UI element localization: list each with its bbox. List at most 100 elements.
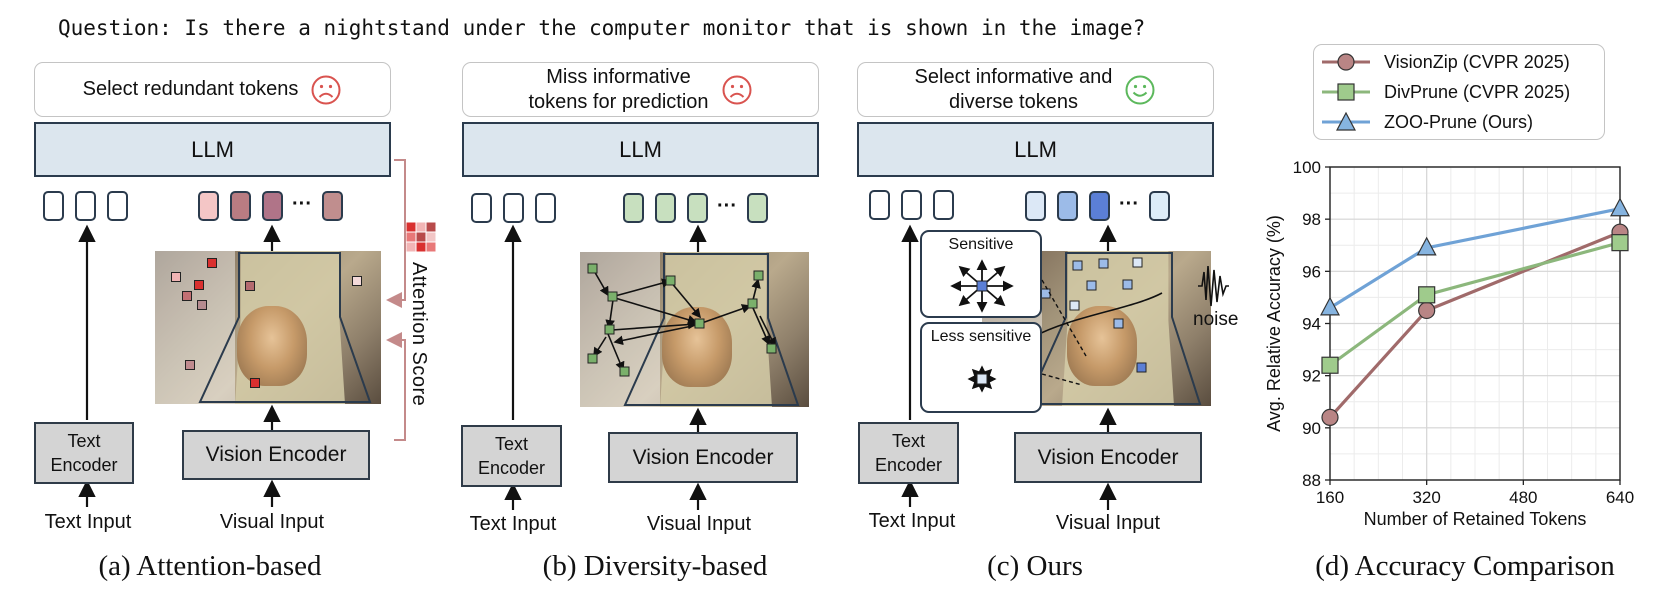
selected-token-marker xyxy=(207,258,217,268)
y-tick-label: 94 xyxy=(1302,315,1321,334)
x-axis-label: Number of Retained Tokens xyxy=(1364,509,1587,529)
vision-encoder-label: Vision Encoder xyxy=(632,445,774,469)
text-token xyxy=(471,193,492,223)
caption-panel-b: (b) Diversity-based xyxy=(542,550,768,582)
visual-token xyxy=(655,193,676,223)
less-sensitive-label: Less sensitive xyxy=(930,328,1032,345)
data-point-square xyxy=(1321,356,1339,374)
text-token xyxy=(869,190,890,220)
y-axis-label: Avg. Relative Accuracy (%) xyxy=(1264,215,1284,432)
ellipsis: ··· xyxy=(717,195,737,217)
selected-token-marker xyxy=(245,281,255,291)
ellipsis: ··· xyxy=(1119,193,1139,215)
attention-score-label: Attention Score xyxy=(408,262,430,407)
visual-token xyxy=(198,191,219,221)
legend-triangle-marker xyxy=(1322,111,1370,131)
visual-token xyxy=(230,191,251,221)
text-token xyxy=(933,190,954,220)
vision-encoder-label: Vision Encoder xyxy=(1037,445,1179,469)
visual-token xyxy=(1057,191,1078,221)
legend-circle-marker xyxy=(1322,53,1370,71)
x-tick-label: 160 xyxy=(1316,488,1344,507)
visual-token xyxy=(687,193,708,223)
data-point-triangle xyxy=(1416,236,1437,256)
visual-token xyxy=(1089,191,1110,221)
visual-input-label: Visual Input xyxy=(219,511,325,533)
data-point-square xyxy=(1611,234,1629,252)
data-point-square xyxy=(1418,286,1436,304)
selected-token-marker xyxy=(185,360,195,370)
attention-matrix-icon xyxy=(406,222,437,253)
text-encoder-label: Text Encoder xyxy=(477,434,546,478)
diversity-graph xyxy=(587,263,777,377)
callout-text: Miss informative tokens for prediction xyxy=(528,65,709,113)
x-tick-label: 480 xyxy=(1509,488,1537,507)
visual-token xyxy=(322,191,343,221)
y-tick-label: 92 xyxy=(1302,367,1321,386)
llm-block: LLM xyxy=(857,122,1214,177)
text-token xyxy=(75,191,96,221)
text-encoder-block: Text Encoder xyxy=(461,425,562,487)
vision-encoder-block: Vision Encoder xyxy=(1014,432,1202,483)
monitor-outline xyxy=(198,252,372,403)
text-encoder-label: Text Encoder xyxy=(50,431,118,475)
sad-face-icon xyxy=(311,75,341,104)
visual-input-label: Visual Input xyxy=(646,513,752,535)
visual-token xyxy=(747,193,768,223)
caption-panel-a: (a) Attention-based xyxy=(98,550,322,582)
vision-encoder-block: Vision Encoder xyxy=(182,430,370,480)
legend-label: ZOO-Prune (Ours) xyxy=(1384,111,1534,132)
visual-input-label: Visual Input xyxy=(1055,512,1161,534)
legend-label: DivPrune (CVPR 2025) xyxy=(1384,81,1571,102)
selected-token-marker xyxy=(171,272,181,282)
text-token xyxy=(901,190,922,220)
data-point-triangle xyxy=(1610,197,1630,217)
text-token xyxy=(43,191,64,221)
selected-token-marker xyxy=(352,276,362,286)
chart-legend: VisionZip (CVPR 2025) DivPrune (CVPR 202… xyxy=(1313,44,1605,140)
happy-face-icon xyxy=(1125,75,1155,104)
text-input-label: Text Input xyxy=(44,511,132,533)
visual-token xyxy=(1149,191,1170,221)
llm-block: LLM xyxy=(462,122,819,177)
callout-text: Select redundant tokens xyxy=(82,78,299,100)
sensitive-panel: Sensitive xyxy=(920,230,1042,318)
visual-token xyxy=(623,193,644,223)
visual-token xyxy=(262,191,283,221)
text-encoder-label: Text Encoder xyxy=(874,431,943,475)
data-point-circle xyxy=(1321,408,1339,426)
less-sensitive-panel: Less sensitive xyxy=(920,322,1042,413)
text-token xyxy=(535,193,556,223)
less-sensitive-arrows-icon xyxy=(967,365,997,393)
monitor-outline xyxy=(623,253,800,406)
noise-wave-icon xyxy=(1198,265,1229,307)
sensitive-arrows-icon xyxy=(950,259,1014,313)
vision-encoder-label: Vision Encoder xyxy=(205,443,347,466)
legend-square-marker xyxy=(1322,83,1370,101)
sad-face-icon xyxy=(722,75,752,104)
visual-token xyxy=(1025,191,1046,221)
monitor-outline xyxy=(1025,252,1202,405)
text-encoder-block: Text Encoder xyxy=(858,422,959,484)
y-tick-label: 100 xyxy=(1293,158,1321,177)
y-tick-label: 90 xyxy=(1302,419,1321,438)
callout-text: Select informative and diverse tokens xyxy=(914,65,1113,113)
x-tick-label: 320 xyxy=(1412,488,1440,507)
callout-panel-b: Miss informative tokens for prediction xyxy=(462,62,819,117)
legend-label: VisionZip (CVPR 2025) xyxy=(1384,51,1570,72)
callout-panel-a: Select redundant tokens xyxy=(34,62,391,117)
text-token xyxy=(107,191,128,221)
data-point-circle xyxy=(1418,301,1436,320)
legend-item: VisionZip (CVPR 2025) xyxy=(1314,49,1570,75)
legend-item: ZOO-Prune (Ours) xyxy=(1314,109,1533,135)
selected-token-marker xyxy=(250,378,260,388)
y-tick-label: 96 xyxy=(1302,262,1321,281)
x-tick-label: 640 xyxy=(1606,488,1634,507)
noise-label: noise xyxy=(1193,309,1239,330)
text-input-label: Text Input xyxy=(469,513,557,535)
caption-panel-c: (c) Ours xyxy=(987,550,1083,582)
sensitive-label: Sensitive xyxy=(948,236,1014,253)
llm-block: LLM xyxy=(34,122,391,177)
text-encoder-block: Text Encoder xyxy=(34,422,134,484)
